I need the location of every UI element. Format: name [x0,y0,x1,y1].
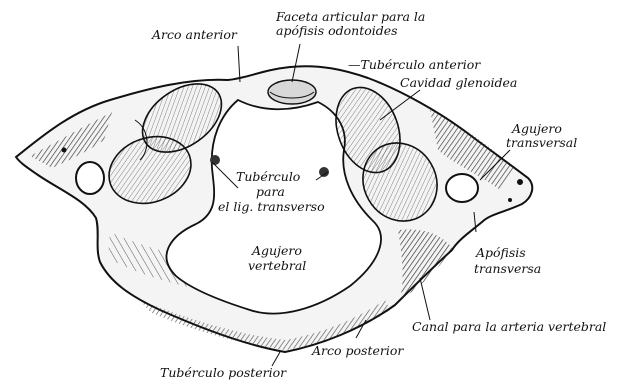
label-canal: Canal para la arteria vertebral [412,320,606,334]
right-transverse-foramen [446,174,478,202]
canal-shading [398,230,452,300]
label-tuberculo-lig-2: para [256,185,285,199]
label-tuberculo-anterior: —Tubérculo anterior [348,58,480,72]
label-tuberculo-lig-1: Tubérculo [236,170,300,184]
label-cavidad-glenoidea: Cavidad glenoidea [400,76,517,90]
label-agujero-vertebral-2: vertebral [248,259,306,273]
label-tuberculo-lig-3: el lig. transverso [218,200,325,214]
odontoid-facet [268,80,316,104]
label-arco-anterior: Arco anterior [152,28,237,42]
label-apofisis-2: transversa [474,262,541,276]
label-agujero-vertebral-1: Agujero [252,244,302,258]
left-transverse-foramen [76,162,104,194]
label-apofisis-1: Apófisis [476,246,526,260]
label-faceta-line1: Faceta articular para la [276,10,425,24]
label-faceta-line2: apófisis odontoides [276,24,398,38]
label-arco-posterior: Arco posterior [312,344,403,358]
label-tuberculo-posterior: Tubérculo posterior [160,366,286,380]
label-agujero-transversal-2: transversal [506,136,577,150]
label-agujero-transversal-1: Agujero [512,122,562,136]
